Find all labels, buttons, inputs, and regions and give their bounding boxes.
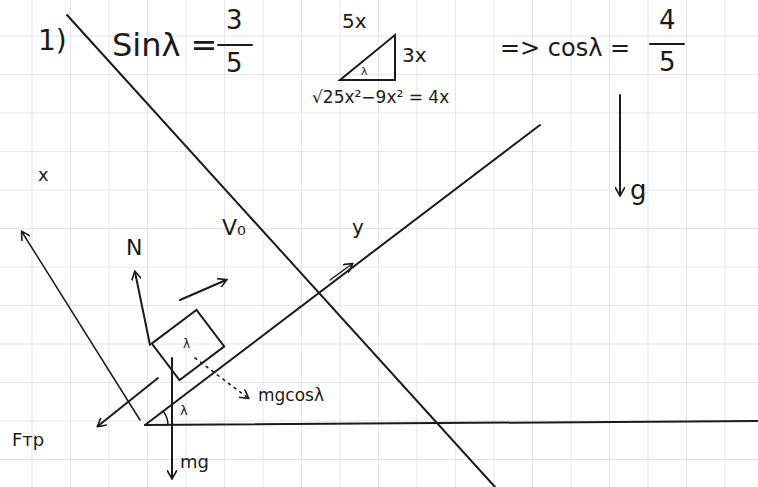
angle-label: λ xyxy=(180,404,188,418)
angle-label: λ xyxy=(361,66,368,78)
normal-force-arrow xyxy=(135,272,150,345)
force-label: mgcosλ xyxy=(258,386,324,405)
vector-label: g xyxy=(630,176,647,205)
angle-label: λ xyxy=(183,338,190,351)
vector-label: V₀ xyxy=(222,216,246,240)
equation: Sinλ = xyxy=(112,28,217,63)
axis-label: x xyxy=(38,165,49,185)
diagonal-line xyxy=(67,15,495,487)
block xyxy=(152,310,224,380)
force-label: mg xyxy=(180,452,209,472)
incline xyxy=(145,125,540,425)
fraction-denominator: 5 xyxy=(659,48,676,77)
gravity-arrow xyxy=(619,95,621,195)
fraction-numerator: 3 xyxy=(226,6,243,35)
ground xyxy=(145,421,758,425)
problem-number: 1) xyxy=(38,26,67,57)
vector-label: N xyxy=(126,236,142,260)
side-label: 3x xyxy=(402,44,427,66)
fraction-numerator: 4 xyxy=(659,6,676,35)
angle-arc xyxy=(163,411,168,425)
fraction-bar xyxy=(218,44,252,46)
ratio-triangle xyxy=(340,35,395,80)
axis-label: y xyxy=(352,216,364,238)
axis-direction xyxy=(330,264,352,280)
fraction-denominator: 5 xyxy=(226,49,243,78)
fraction-bar xyxy=(650,43,684,45)
side-label: 5x xyxy=(342,10,367,32)
friction-arrow xyxy=(98,378,158,426)
normal-component xyxy=(195,358,248,398)
velocity-arrow xyxy=(180,280,226,300)
equation: √25x²−9x² = 4x xyxy=(312,88,449,107)
weight-arrow xyxy=(171,358,173,478)
force-label: Fтр xyxy=(12,430,44,450)
equation: => cosλ = xyxy=(500,35,630,61)
x-axis xyxy=(22,232,140,420)
